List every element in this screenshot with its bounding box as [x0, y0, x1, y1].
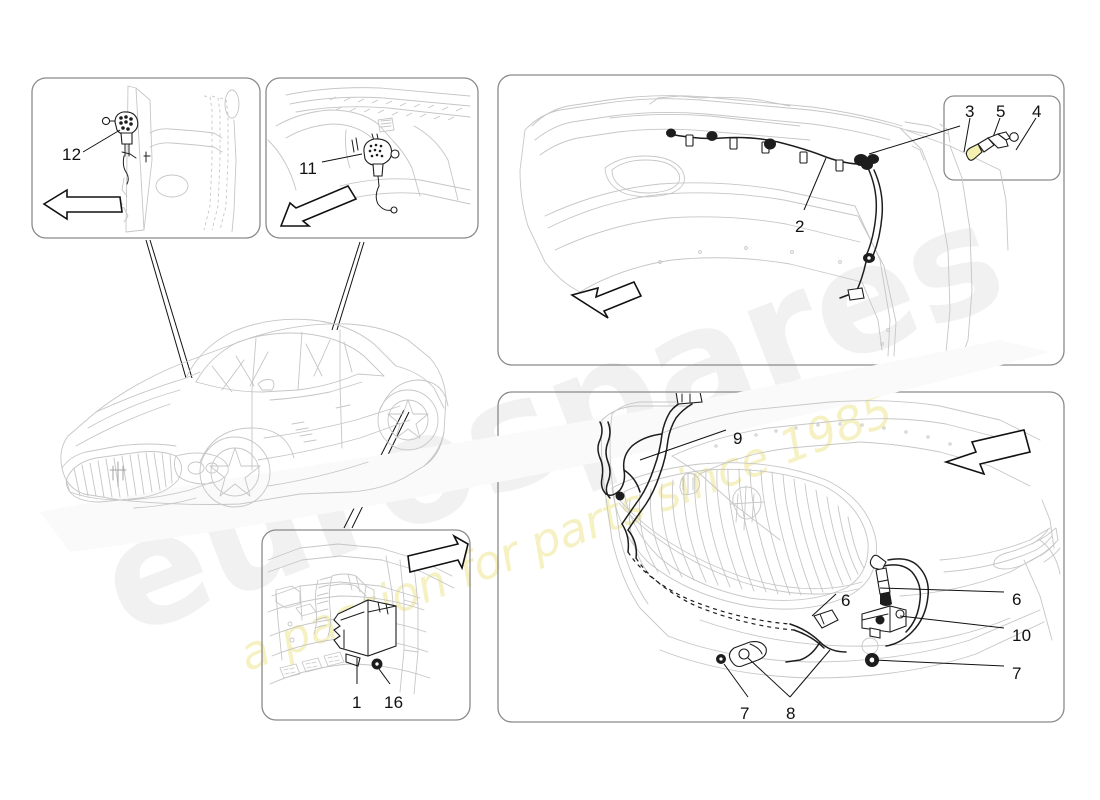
callout-16: 16: [384, 693, 404, 712]
callout-6-inner: 6: [841, 591, 851, 610]
panel-detail-rear-left-sensor: [31, 77, 261, 239]
callout-6-right: 6: [1012, 590, 1022, 609]
callout-11: 11: [299, 159, 318, 178]
callout-5: 5: [996, 102, 1006, 121]
callout-2: 2: [795, 217, 805, 236]
callout-4: 4: [1032, 102, 1042, 121]
panel-detail-interior-sensor: [265, 77, 479, 239]
callout-1: 1: [352, 693, 362, 712]
callout-3: 3: [965, 102, 975, 121]
panel-control-module: [261, 529, 471, 721]
callout-8: 8: [786, 704, 796, 723]
panel-rear-bumper: [497, 74, 1065, 366]
callout-7-right: 7: [1012, 664, 1022, 683]
callout-7-bottom: 7: [740, 704, 750, 723]
callout-10: 10: [1012, 626, 1032, 645]
callout-12: 12: [62, 145, 82, 164]
callout-9: 9: [733, 429, 743, 448]
